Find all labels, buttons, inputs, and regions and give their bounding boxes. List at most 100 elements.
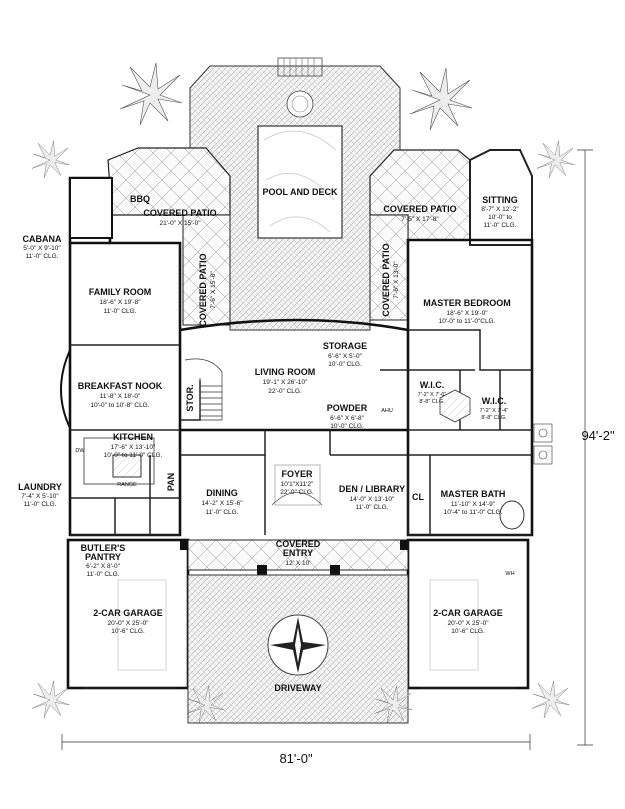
size-sitting: 8'-7" X 12'-2"	[481, 206, 519, 213]
size-storage: 6'-6" X 5'-0"	[328, 353, 363, 360]
fixture-dw: DW	[75, 448, 85, 454]
label-butler-1: BUTLER'S	[81, 543, 126, 553]
size-living-room: 19'-1" X 26'-10"	[263, 379, 308, 386]
foyer-floor	[274, 464, 321, 506]
size-breakfast: 11'-8" X 18'-0"	[100, 393, 141, 400]
clg-garage-right: 10'-6" CLG.	[451, 628, 485, 635]
size-family-room: 18'-6" X 19'-8"	[99, 299, 141, 306]
clg-den: 11'-0" CLG.	[355, 504, 388, 511]
label-bbq: BBQ	[130, 194, 150, 204]
label-cl: CL	[412, 492, 424, 502]
label-master-bedroom: MASTER BEDROOM	[423, 298, 511, 308]
size-covered-patio-right-v: 7'-6" X 13'-0"	[393, 261, 400, 299]
label-wic-2: W.I.C.	[482, 396, 507, 406]
size-dining: 14'-2" X 15'-6"	[201, 500, 243, 507]
label-covered-patio-right-v: COVERED PATIO	[381, 243, 391, 316]
size-laundry: 7'-4" X 5'-10"	[21, 493, 59, 500]
fixture-ahu: AHU	[381, 408, 393, 414]
size-butler: 6'-2" X 8'-0"	[86, 563, 121, 570]
label-master-bath: MASTER BATH	[441, 489, 506, 499]
fixture-range: RANGE	[117, 482, 137, 488]
size-den: 14'-0" X 13'-10"	[350, 496, 395, 503]
size-powder: 6'-6" X 6'-8"	[330, 415, 365, 422]
driveway-paving	[187, 574, 409, 724]
size-kitchen: 17'-6" X 13'-10"	[111, 444, 156, 451]
label-covered-patio-left-v: COVERED PATIO	[198, 253, 208, 326]
dimension-lines	[61, 149, 593, 750]
label-sitting: SITTING	[482, 195, 518, 205]
label-driveway: DRIVEWAY	[274, 683, 321, 693]
palm-trees	[31, 62, 575, 724]
size-covered-entry: 12' X 10'	[286, 560, 311, 567]
size-master-bath: 11'-10" X 14'-9"	[451, 501, 496, 508]
size-covered-patio-left-v: 7'-6" X 15'-8"	[210, 271, 217, 309]
clg-dining: 11'-0" CLG.	[205, 509, 238, 516]
size-garage-right: 20'-0" X 25'-0"	[447, 620, 489, 627]
size-wic-2: 7'-2" X 7'-4"	[480, 408, 509, 414]
garage-doors	[82, 579, 516, 689]
kitchen-counter	[83, 437, 155, 485]
clg-foyer: 22'-0" CLG.	[280, 489, 314, 496]
label-pan: PAN	[166, 473, 176, 491]
pool-deck	[189, 57, 401, 331]
label-covered-entry-2: ENTRY	[283, 548, 313, 558]
clg2-sitting: 11'-0" CLG.	[483, 222, 516, 229]
shower	[439, 389, 471, 423]
size-wic-1: 7'-2" X 7'-6"	[418, 392, 447, 398]
label-dining: DINING	[206, 488, 238, 498]
exterior-outlets	[533, 423, 553, 465]
clg-breakfast: 10'-0" to 10'-8" CLG.	[90, 402, 149, 409]
clg-cabana: 11'-0" CLG.	[25, 253, 58, 260]
clg-powder: 10'-0" CLG.	[330, 423, 364, 430]
fixture-wh: WH	[505, 571, 514, 577]
stair	[184, 358, 223, 421]
clg-garage-left: 10'-6" CLG.	[111, 628, 145, 635]
label-kitchen: KITCHEN	[113, 432, 153, 442]
covered-patio-right-floor	[369, 149, 533, 321]
covered-entry-floor	[180, 539, 409, 580]
label-breakfast: BREAKFAST NOOK	[78, 381, 163, 391]
breakfast-bay	[60, 349, 71, 429]
foyer-arch	[271, 492, 323, 506]
label-laundry: LAUNDRY	[18, 482, 62, 492]
clg-living-room: 22'-0" CLG.	[268, 388, 302, 395]
label-pool: POOL AND DECK	[262, 187, 338, 197]
label-wic-1: W.I.C.	[420, 380, 445, 390]
overall-width: 81'-0"	[279, 751, 313, 766]
size-garage-left: 20'-0" X 25'-0"	[107, 620, 149, 627]
label-stor: STOR.	[185, 384, 195, 411]
kitchen-island	[112, 454, 142, 478]
label-covered-patio-right: COVERED PATIO	[383, 204, 456, 214]
label-family-room: FAMILY ROOM	[89, 287, 152, 297]
clg-laundry: 11'-0" CLG.	[23, 501, 56, 508]
label-garage-left: 2-CAR GARAGE	[93, 608, 163, 618]
overall-depth: 94'-2"	[581, 428, 615, 443]
cabana-wall	[69, 177, 113, 239]
size-covered-patio-left: 21'-0" X 15'-0"	[159, 220, 201, 227]
label-den: DEN / LIBRARY	[339, 484, 405, 494]
label-living-room: LIVING ROOM	[255, 367, 316, 377]
label-powder: POWDER	[327, 403, 368, 413]
interior-walls	[70, 329, 532, 536]
label-foyer: FOYER	[281, 469, 313, 479]
clg-storage: 10'-0" CLG.	[328, 361, 362, 368]
overall-dimensions: 81'-0" 94'-2"	[279, 428, 615, 766]
label-storage: STORAGE	[323, 341, 367, 351]
clg-kitchen: 10'-0" to 11'-0" CLG.	[104, 452, 163, 459]
label-covered-patio-left: COVERED PATIO	[143, 208, 216, 218]
label-garage-right: 2-CAR GARAGE	[433, 608, 503, 618]
label-butler-2: PANTRY	[85, 552, 121, 562]
clg-butler: 11'-0" CLG.	[86, 571, 119, 578]
clg-wic-1: 8'-8" CLG.	[419, 399, 445, 405]
size-cabana: 5'-0" X 9'-10"	[23, 245, 61, 252]
clg-master-bath: 10'-4" to 11'-0" CLG.	[444, 509, 503, 516]
room-labels: POOL AND DECK BBQ COVERED PATIO 21'-0" X…	[18, 187, 519, 693]
bathtub	[499, 500, 525, 530]
label-covered-entry-1: COVERED	[276, 539, 321, 549]
size-foyer: 10'1"X11'2"	[281, 481, 314, 488]
size-covered-patio-right: 7'-5" X 17'-8"	[401, 216, 439, 223]
clg-master-bedroom: 10'-0" to 11'-0"CLG.	[439, 318, 496, 325]
clg-wic-2: 8'-8" CLG.	[481, 415, 507, 421]
clg1-sitting: 10'-0" to	[488, 214, 512, 221]
